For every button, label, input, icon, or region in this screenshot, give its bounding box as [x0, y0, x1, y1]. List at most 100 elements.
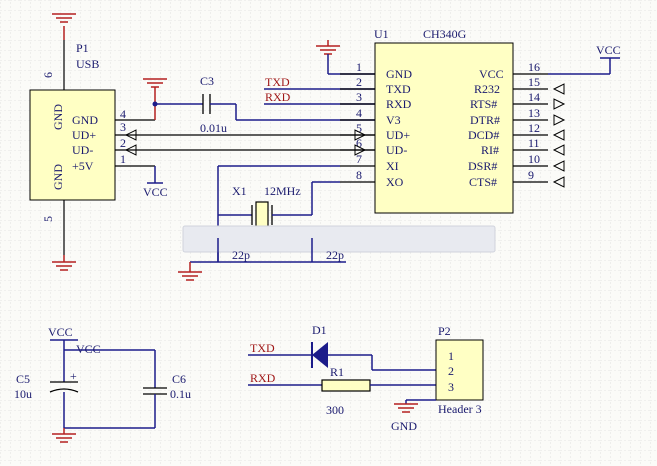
u1-pin-label-cts: CTS#	[469, 175, 497, 189]
u1-right-pins	[513, 73, 548, 183]
rxd-net-label: RXD	[265, 90, 291, 104]
ground-symbol-p1-bottom	[52, 255, 76, 271]
u1-pin-num-4: 4	[356, 106, 362, 120]
p1-pin-gnd-label: GND	[72, 113, 98, 127]
u1-pin-label-rts: RTS#	[470, 97, 497, 111]
c6-capacitor[interactable]: C6 0.1u	[143, 350, 191, 428]
u1-comment: CH340G	[423, 27, 467, 41]
p1-pin6-number: 6	[41, 72, 55, 78]
ground-symbol-crystal	[178, 262, 202, 281]
p1-usb-connector[interactable]: 6 P1 USB GND GND GND UD+ UD- +5V 4 3 2 1…	[29, 13, 375, 271]
p1-bottom-gnd-label: GND	[51, 164, 65, 190]
rxd-net-label-lower: RXD	[250, 371, 276, 385]
u1-left-pins	[340, 73, 375, 183]
p1-pin3-number: 3	[120, 120, 126, 134]
u1-pin-label-xi: XI	[386, 159, 399, 173]
c5-value: 10u	[14, 387, 32, 401]
u1-pin-label-r232: R232	[474, 82, 500, 96]
x1-value: 12MHz	[264, 184, 301, 198]
u1-pin-label-vcc: VCC	[479, 67, 504, 81]
u1-right-io-arrows	[552, 83, 566, 188]
c3-designator: C3	[200, 74, 214, 88]
u1-pin-num-15: 15	[528, 75, 540, 89]
p1-pin4-number: 4	[120, 107, 126, 121]
ground-symbol-p1-top	[52, 13, 76, 40]
p1-designator: P1	[76, 41, 89, 55]
u1-pin-label-xo: XO	[386, 175, 404, 189]
p2-body	[435, 339, 484, 401]
u1-pin-label-txd: TXD	[386, 82, 411, 96]
p2-pin3: 3	[448, 380, 454, 394]
c5-plus: +	[70, 369, 77, 383]
d1-designator: D1	[312, 323, 327, 337]
u1-pin-num-5: 5	[356, 121, 362, 135]
u1-pin-num-13: 13	[528, 106, 540, 120]
p2-pin2: 2	[448, 364, 454, 378]
u1-pin-num-12: 12	[528, 121, 540, 135]
p2-designator: P2	[438, 324, 451, 338]
vcc-label-u1: VCC	[596, 43, 621, 57]
p1-pin-udp-label: UD+	[72, 128, 96, 142]
u1-designator: U1	[374, 27, 389, 41]
u1-pin-label-rxd: RXD	[386, 97, 412, 111]
txd-net-label: TXD	[265, 75, 290, 89]
u1-pin-num-8: 8	[356, 168, 362, 182]
gnd-label-p2: GND	[391, 419, 417, 433]
u1-pin-label-dcd: DCD#	[468, 128, 499, 142]
txd-net-label-lower: TXD	[250, 341, 275, 355]
p1-body	[29, 89, 116, 201]
vcc-label-c5-net: VCC	[76, 342, 101, 356]
u1-pin-num-2: 2	[356, 75, 362, 89]
p1-pin2-number: 2	[120, 136, 126, 150]
p1-pin5-number: 5	[41, 216, 55, 222]
x1-designator: X1	[232, 184, 247, 198]
u1-pin-num-16: 16	[528, 60, 540, 74]
d1-diode[interactable]: TXD D1	[248, 323, 436, 371]
c1-value: 22p	[232, 248, 250, 262]
u1-pin-num-10: 10	[528, 152, 540, 166]
vcc-net-u1: VCC	[548, 43, 621, 75]
p2-comment: Header 3	[438, 402, 482, 416]
c6-designator: C6	[172, 372, 186, 386]
u1-ch340g[interactable]: U1 CH340G 1 2 3 4 5 6 7 8 GND TXD RXD V3…	[316, 27, 566, 214]
u1-pin-label-gnd: GND	[386, 67, 412, 81]
ground-symbol-p2: GND	[391, 403, 418, 433]
u1-pin-num-14: 14	[528, 90, 540, 104]
p1-top-gnd-label: GND	[51, 104, 65, 130]
r1-value: 300	[326, 403, 344, 417]
c3-value: 0.01u	[200, 121, 227, 135]
p2-pin1: 1	[448, 349, 454, 363]
u1-pin-label-udp: UD+	[386, 128, 410, 142]
vcc-label-c5: VCC	[48, 325, 73, 339]
p1-comment: USB	[76, 57, 99, 71]
u1-pin-label-udm: UD-	[386, 143, 407, 157]
u1-pin-num-1: 1	[356, 60, 362, 74]
r1-designator: R1	[330, 365, 344, 379]
u1-pin-label-dsr: DSR#	[468, 159, 497, 173]
c2-value: 22p	[326, 248, 344, 262]
u1-pin-num-6: 6	[356, 136, 362, 150]
p1-pin1-number: 1	[120, 152, 126, 166]
c5-designator: C5	[16, 372, 30, 386]
u1-body	[374, 42, 514, 214]
vcc-net-p1: VCC	[143, 166, 168, 199]
p2-header[interactable]: P2 1 2 3 Header 3	[405, 324, 484, 416]
u1-pin-num-7: 7	[356, 152, 362, 166]
u1-pin-num-3: 3	[356, 90, 362, 104]
c6-value: 0.1u	[170, 387, 191, 401]
u1-pin-label-v3: V3	[386, 113, 401, 127]
c5-capacitor[interactable]: VCC + C5 10u VCC	[14, 325, 155, 429]
blurred-load-capacitors: 22p 22p	[182, 225, 496, 263]
u1-pin-label-dtr: DTR#	[470, 113, 500, 127]
u1-pin-num-9: 9	[528, 168, 534, 182]
r1-resistor[interactable]: RXD R1 300	[248, 365, 436, 417]
u1-pin-num-11: 11	[528, 136, 540, 150]
usb-data-arrows	[124, 129, 367, 156]
u1-pin-label-ri: RI#	[481, 143, 499, 157]
p1-pin-udm-label: UD-	[72, 143, 93, 157]
ground-symbol-c5	[52, 428, 76, 443]
p1-pin-5v-label: +5V	[72, 159, 94, 173]
vcc-label-p1: VCC	[143, 185, 168, 199]
